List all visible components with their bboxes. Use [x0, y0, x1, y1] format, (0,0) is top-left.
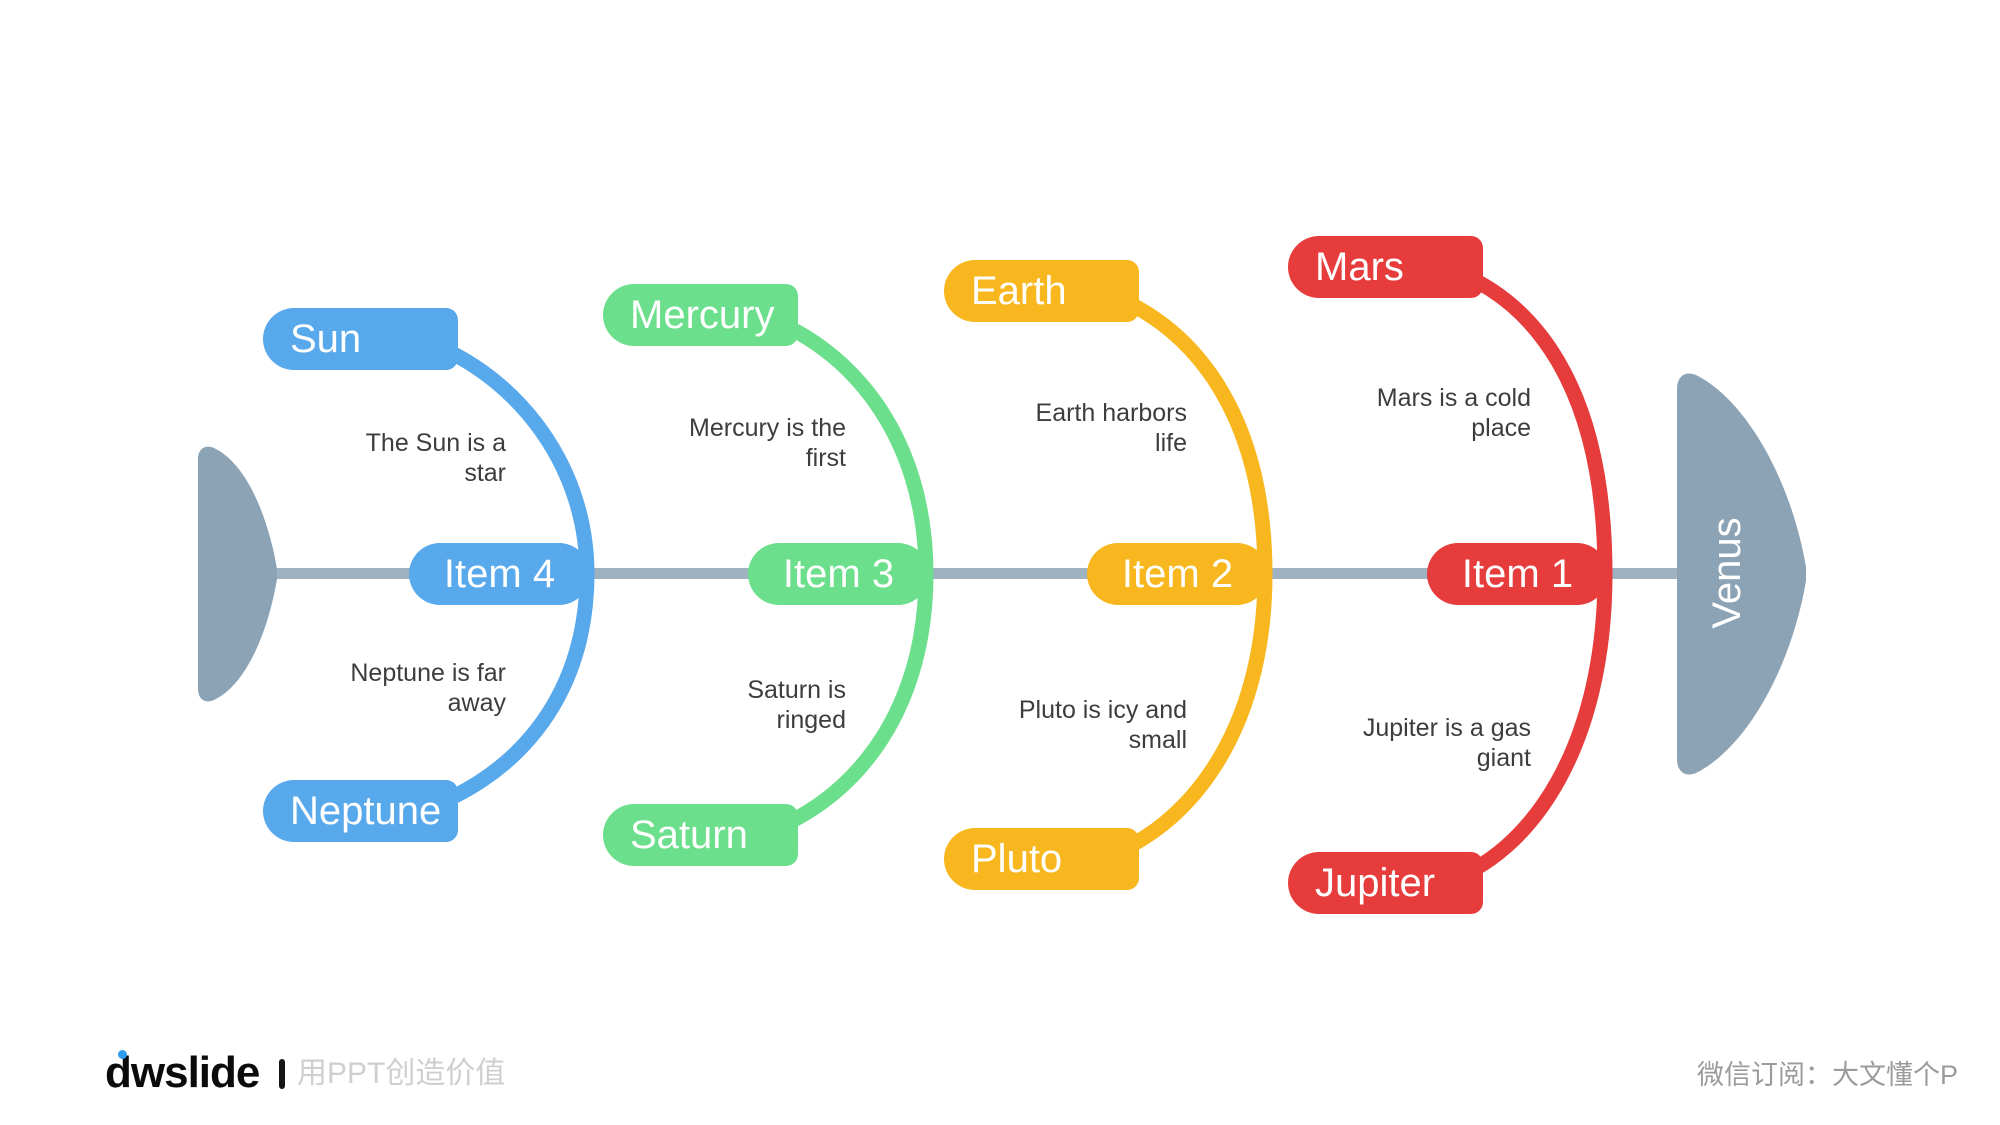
desc-line: place — [1471, 414, 1531, 442]
desc-line: away — [447, 689, 506, 717]
desc-line: Pluto is icy and — [1018, 696, 1187, 724]
bottom-label-pluto: Pluto — [944, 828, 1139, 890]
desc-line: Jupiter is a gas — [1362, 714, 1531, 742]
top-desc-earth: Earth harbors life — [957, 398, 1187, 458]
top-label-earth: Earth — [944, 260, 1139, 322]
top-desc-sun: The Sun is a star — [276, 428, 506, 488]
item-pill-1: Item 1 — [1427, 543, 1608, 605]
desc-line: Saturn is — [747, 676, 846, 704]
top-label-mars: Mars — [1288, 236, 1483, 298]
bottom-label-saturn: Saturn — [603, 804, 798, 866]
desc-line: first — [805, 444, 846, 472]
top-label-mercury: Mercury — [603, 284, 798, 346]
top-desc-mars: Mars is a cold place — [1301, 383, 1531, 443]
spine-line — [262, 568, 1682, 579]
desc-line: The Sun is a — [365, 429, 506, 457]
desc-line: Mars is a cold — [1376, 384, 1531, 412]
bottom-desc-jupiter: Jupiter is a gas giant — [1301, 713, 1531, 773]
bottom-label-jupiter: Jupiter — [1288, 852, 1483, 914]
bottom-desc-pluto: Pluto is icy and small — [957, 695, 1187, 755]
item-pill-2: Item 2 — [1087, 543, 1268, 605]
end-arrowhead-icon — [1677, 373, 1806, 775]
desc-line: small — [1128, 726, 1187, 754]
wechat-subscription-text: 微信订阅：大文懂个P — [1696, 1060, 1958, 1090]
desc-line: Neptune is far — [350, 659, 506, 687]
top-label-sun: Sun — [263, 308, 458, 370]
bottom-desc-neptune: Neptune is far away — [276, 658, 506, 718]
item-pill-3: Item 3 — [748, 543, 929, 605]
desc-line: star — [464, 459, 506, 487]
brand-tagline: 用PPT创造价值 — [297, 1057, 506, 1090]
logo-dot-icon — [118, 1050, 127, 1059]
top-desc-mercury: Mercury is the first — [616, 413, 846, 473]
desc-line: giant — [1476, 744, 1531, 772]
footer-separator — [279, 1059, 285, 1089]
item-pill-4: Item 4 — [409, 543, 590, 605]
end-arrow-label: Venus — [1705, 517, 1749, 629]
bottom-label-neptune: Neptune — [263, 780, 458, 842]
desc-line: ringed — [776, 706, 847, 734]
start-arrowhead-icon — [198, 446, 277, 702]
desc-line: Earth harbors — [1035, 399, 1187, 427]
desc-line: life — [1155, 429, 1187, 457]
bottom-desc-saturn: Saturn is ringed — [616, 675, 846, 735]
brand-logo: dwslide — [105, 1048, 260, 1097]
desc-line: Mercury is the — [689, 414, 846, 442]
